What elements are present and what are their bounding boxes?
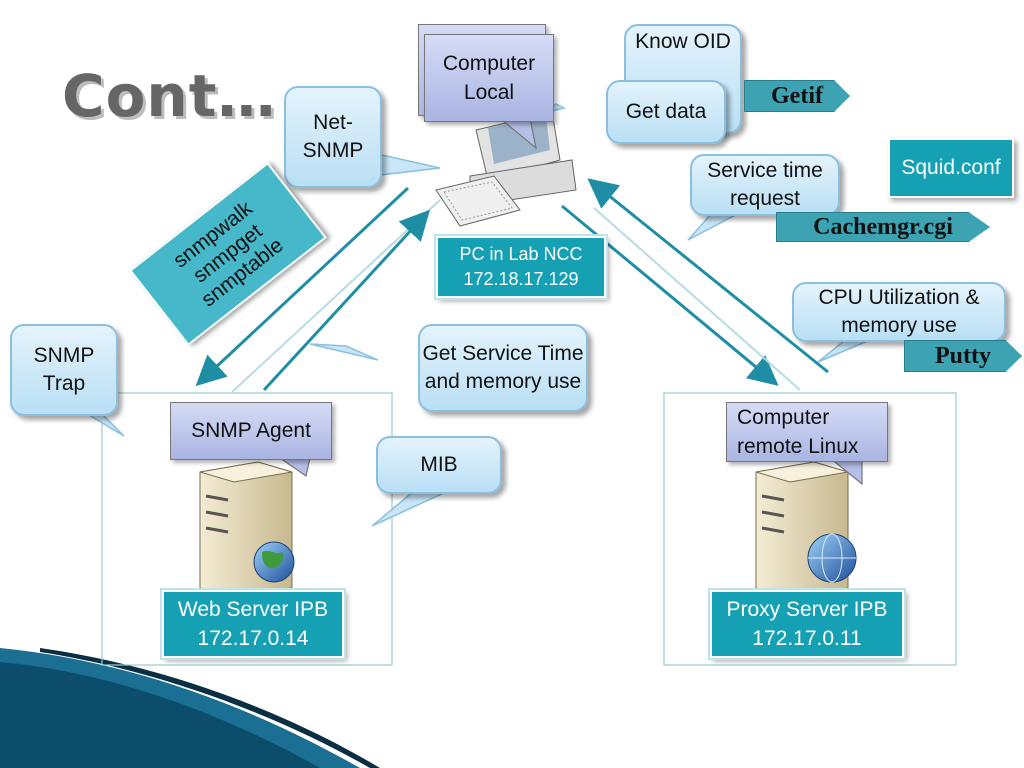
purple-tails (278, 117, 863, 486)
proxy-server-icon (755, 461, 857, 599)
pc-node-box: PC in Lab NCC 172.18.17.129 (434, 234, 608, 300)
service-time-request-callout: Service time request (690, 154, 840, 216)
net-snmp-callout: Net-SNMP (284, 86, 382, 188)
snmp-agent-callout: SNMP Agent (170, 402, 332, 460)
snmp-trap-callout: SNMP Trap (10, 324, 118, 416)
pc-node-ip: 172.18.17.129 (463, 269, 579, 289)
proxy-server-box: Proxy Server IPB 172.17.0.11 (708, 588, 906, 660)
proxy-server-name: Proxy Server IPB (726, 597, 888, 621)
decorative-swoosh (0, 648, 380, 768)
cpu-memory-callout: CPU Utilization & memory use (792, 282, 1006, 342)
connection-arrows (195, 178, 829, 393)
web-server-name: Web Server IPB (177, 597, 329, 621)
get-service-time-callout: Get Service Time and memory use (418, 324, 588, 412)
web-server-icon (199, 461, 295, 599)
mib-callout: MIB (376, 436, 502, 494)
cachemgr-tag: Cachemgr.cgi (776, 212, 990, 242)
web-server-box: Web Server IPB 172.17.0.14 (160, 588, 346, 660)
squid-conf-box: Squid.conf (888, 138, 1014, 198)
computer-remote-linux-callout: Computer remote Linux (726, 402, 888, 462)
get-data-callout: Get data (606, 80, 726, 144)
slide-title: Cont… (62, 62, 277, 130)
desktop-computer-icon (435, 111, 577, 227)
pc-node-name: PC in Lab NCC (459, 243, 583, 264)
putty-tag: Putty (904, 340, 1022, 372)
proxy-server-frame (663, 392, 957, 666)
computer-local-callout: Computer Local (424, 34, 554, 122)
web-server-frame (101, 392, 393, 666)
proxy-server-ip: 172.17.0.11 (752, 627, 862, 650)
getif-tag: Getif (744, 80, 850, 112)
web-server-ip: 172.17.0.14 (197, 627, 309, 650)
